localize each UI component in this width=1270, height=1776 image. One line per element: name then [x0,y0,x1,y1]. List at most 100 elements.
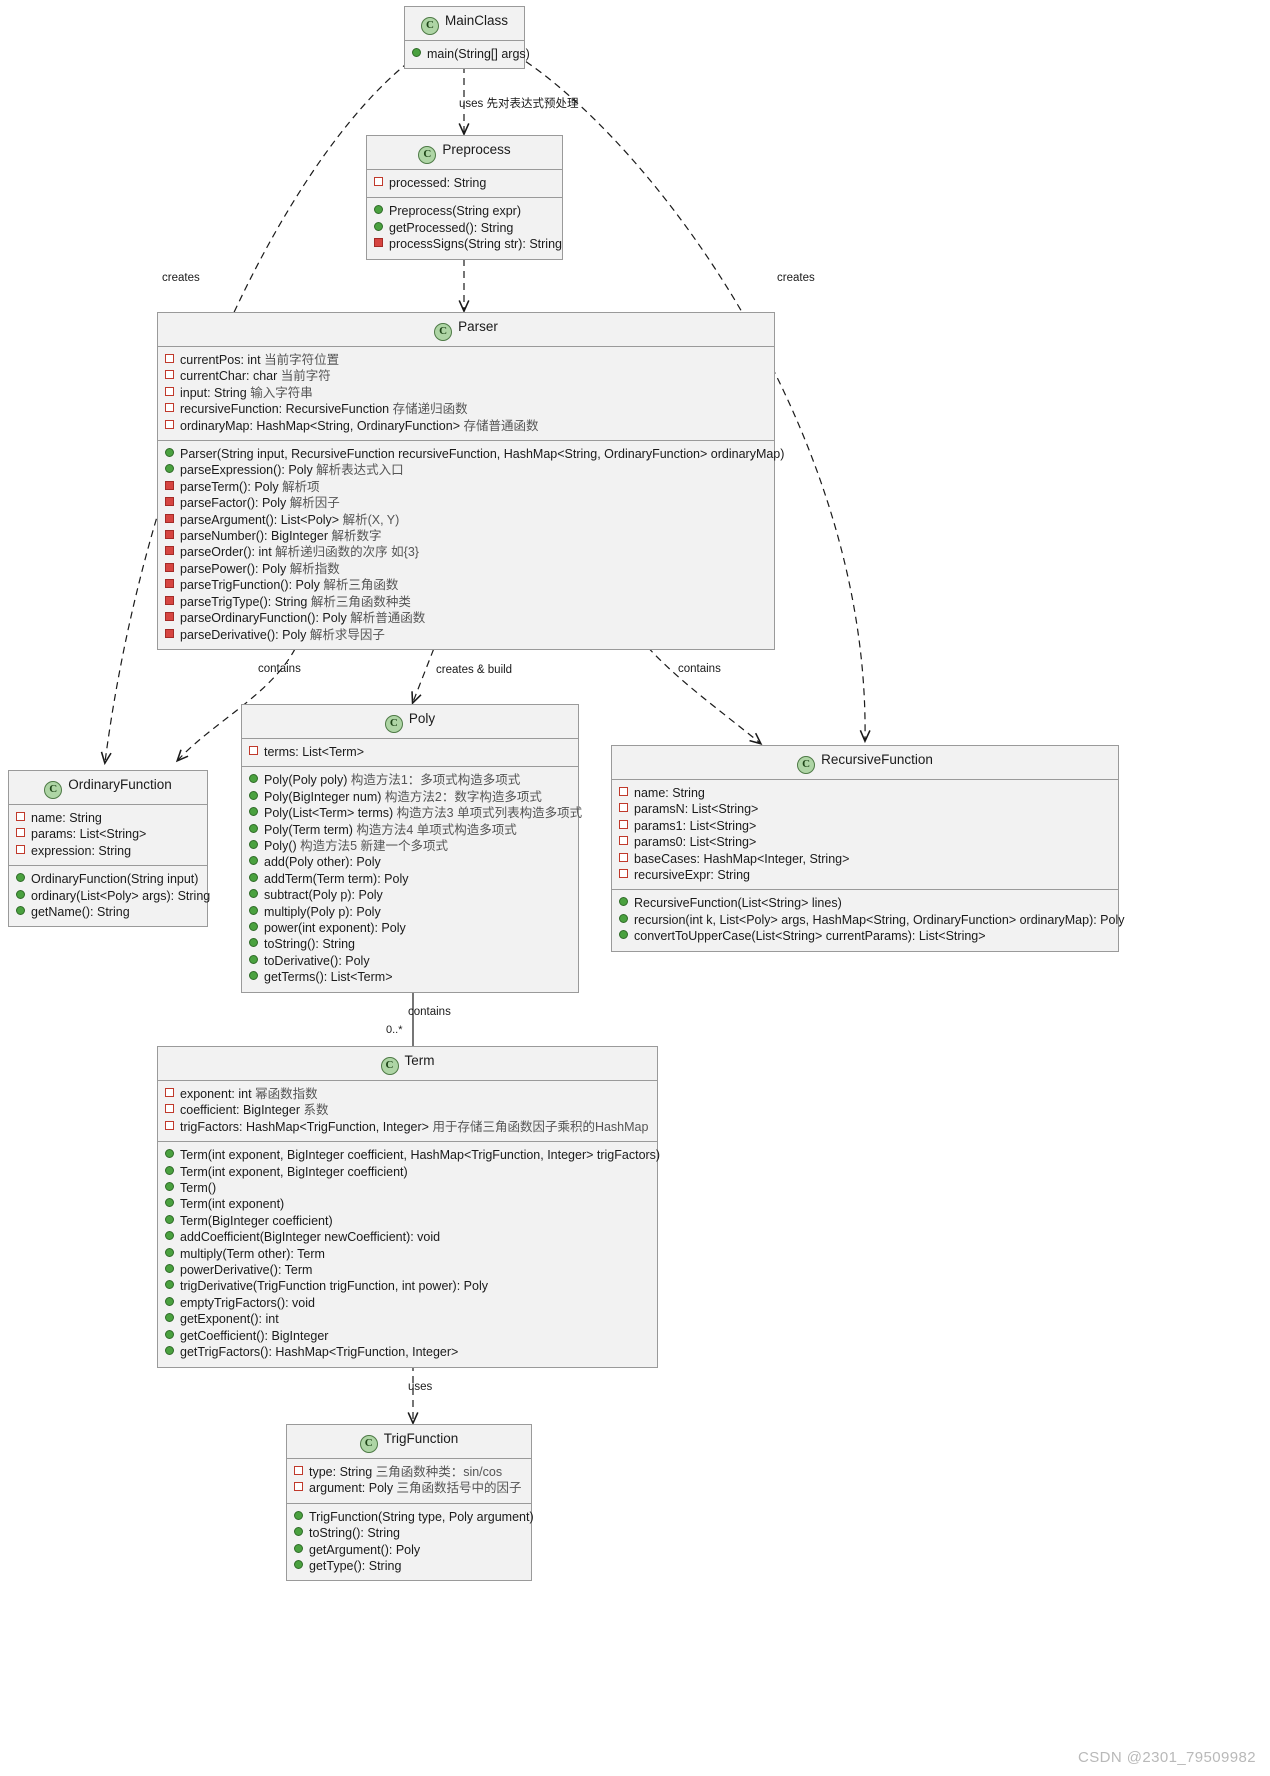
private-visibility-icon [16,812,25,821]
member-text: Poly() [264,839,301,854]
class-icon: C [420,17,439,35]
class-methods-parser: Parser(String input, RecursiveFunction r… [158,441,784,649]
member-text: recursiveExpr: String [634,868,751,883]
member-note: 构造方法3 单项式列表构造多项式 [396,806,583,821]
public-visibility-icon [165,1346,174,1356]
member-note: 三角函数括号中的因子 [396,1481,522,1496]
private-visibility-icon [294,1466,303,1475]
member-row: getType(): String [294,1558,525,1574]
public-visibility-icon [619,913,628,923]
public-visibility-icon [16,873,25,883]
member-row: getProcessed(): String [374,220,556,236]
member-row: parseDerivative(): Poly 解析求导因子 [165,627,768,643]
member-text: addCoefficient(BigInteger newCoefficient… [180,1230,441,1245]
member-text: getTrigFactors(): HashMap<TrigFunction, … [180,1345,459,1360]
class-methods-trigfunction: TrigFunction(String type, Poly argument)… [287,1504,534,1581]
member-row: emptyTrigFactors(): void [165,1295,651,1311]
public-visibility-icon [249,790,258,800]
edge-label-creates-build-poly: creates & build [436,664,513,676]
public-visibility-icon [165,1280,174,1290]
private-visibility-icon [165,497,174,507]
edge-label-contains-ordinary: contains [258,663,301,675]
member-text: parseFactor(): Poly [180,496,290,511]
class-icon: C [359,1435,378,1453]
public-visibility-icon [249,807,258,817]
member-note: 解析项 [282,479,320,494]
private-visibility-icon [165,370,174,380]
member-text: trigDerivative(TrigFunction trigFunction… [180,1279,488,1294]
member-row: parseTerm(): Poly 解析项 [165,479,768,495]
member-text: parseTerm(): Poly [180,479,283,494]
public-visibility-icon [249,823,258,833]
member-row: coefficient: BigInteger 系数 [165,1102,651,1118]
member-text: toString(): String [264,937,356,952]
member-text: getProcessed(): String [389,220,514,235]
member-row: parseTrigFunction(): Poly 解析三角函数 [165,577,768,593]
edge-multiplicity-term: 0..* [386,1024,403,1036]
class-methods-preprocess: Preprocess(String expr) getProcessed(): … [367,198,562,258]
private-visibility-icon [165,579,174,589]
public-visibility-icon [165,448,174,458]
class-icon: C [384,715,403,733]
class-attributes-recursivefunction: name: String paramsN: List<String> param… [612,780,1118,891]
private-visibility-icon [165,562,174,572]
member-row: getTerms(): List<Term> [249,969,572,985]
private-visibility-icon [294,1482,303,1492]
member-row: parseTrigType(): String 解析三角函数种类 [165,594,768,610]
member-text: parseNumber(): BigInteger [180,529,332,544]
member-text: trigFactors: HashMap<TrigFunction, Integ… [180,1119,433,1134]
public-visibility-icon [249,971,258,981]
public-visibility-icon [374,221,383,231]
member-row: baseCases: HashMap<Integer, String> [619,851,1112,867]
member-text: currentPos: int [180,353,265,367]
member-row: Term(int exponent, BigInteger coefficien… [165,1147,660,1163]
member-row: toString(): String [294,1525,525,1541]
class-methods-term: Term(int exponent, BigInteger coefficien… [158,1142,660,1366]
member-row: parseOrder(): int 解析递归函数的次序 如{3} [165,544,768,560]
member-text: parseTrigType(): String [180,594,311,609]
public-visibility-icon [165,1165,174,1175]
member-note: 构造方法2：数字构造多项式 [384,789,542,804]
member-text: Preprocess(String expr) [389,204,521,219]
public-visibility-icon [294,1543,303,1553]
member-note: 解析指数 [289,561,340,576]
member-row: powerDerivative(): Term [165,1262,651,1278]
class-icon: C [797,756,816,774]
class-title: OrdinaryFunction [68,777,172,792]
private-visibility-icon [165,628,174,638]
public-visibility-icon [249,905,258,915]
member-text: ordinary(List<Poly> args): String [31,888,211,903]
private-visibility-icon [619,852,628,862]
member-row: getExponent(): int [165,1311,651,1327]
member-text: parseArgument(): List<Poly> [180,512,343,527]
member-row: trigFactors: HashMap<TrigFunction, Integ… [165,1119,651,1135]
member-row: Poly(BigInteger num) 构造方法2：数字构造多项式 [249,789,572,805]
member-text: Term() [180,1181,217,1196]
public-visibility-icon [249,774,258,784]
public-visibility-icon [165,1329,174,1339]
member-text: powerDerivative(): Term [180,1263,313,1278]
public-visibility-icon [619,897,628,907]
member-text: addTerm(Term term): Poly [264,871,409,886]
public-visibility-icon [165,1247,174,1257]
member-note: 当前字符 [280,369,331,384]
member-text: TrigFunction(String type, Poly argument) [309,1509,534,1524]
member-note: 构造方法4 单项式构造多项式 [356,822,517,837]
member-row: parseExpression(): Poly 解析表达式入口 [165,462,768,478]
member-row: multiply(Poly p): Poly [249,904,572,920]
member-text: params1: List<String> [634,818,757,833]
public-visibility-icon [249,856,258,866]
member-text: Parser(String input, RecursiveFunction r… [180,447,785,462]
member-note: 幂函数指数 [255,1087,318,1101]
member-note: 存储递归函数 [392,402,468,417]
